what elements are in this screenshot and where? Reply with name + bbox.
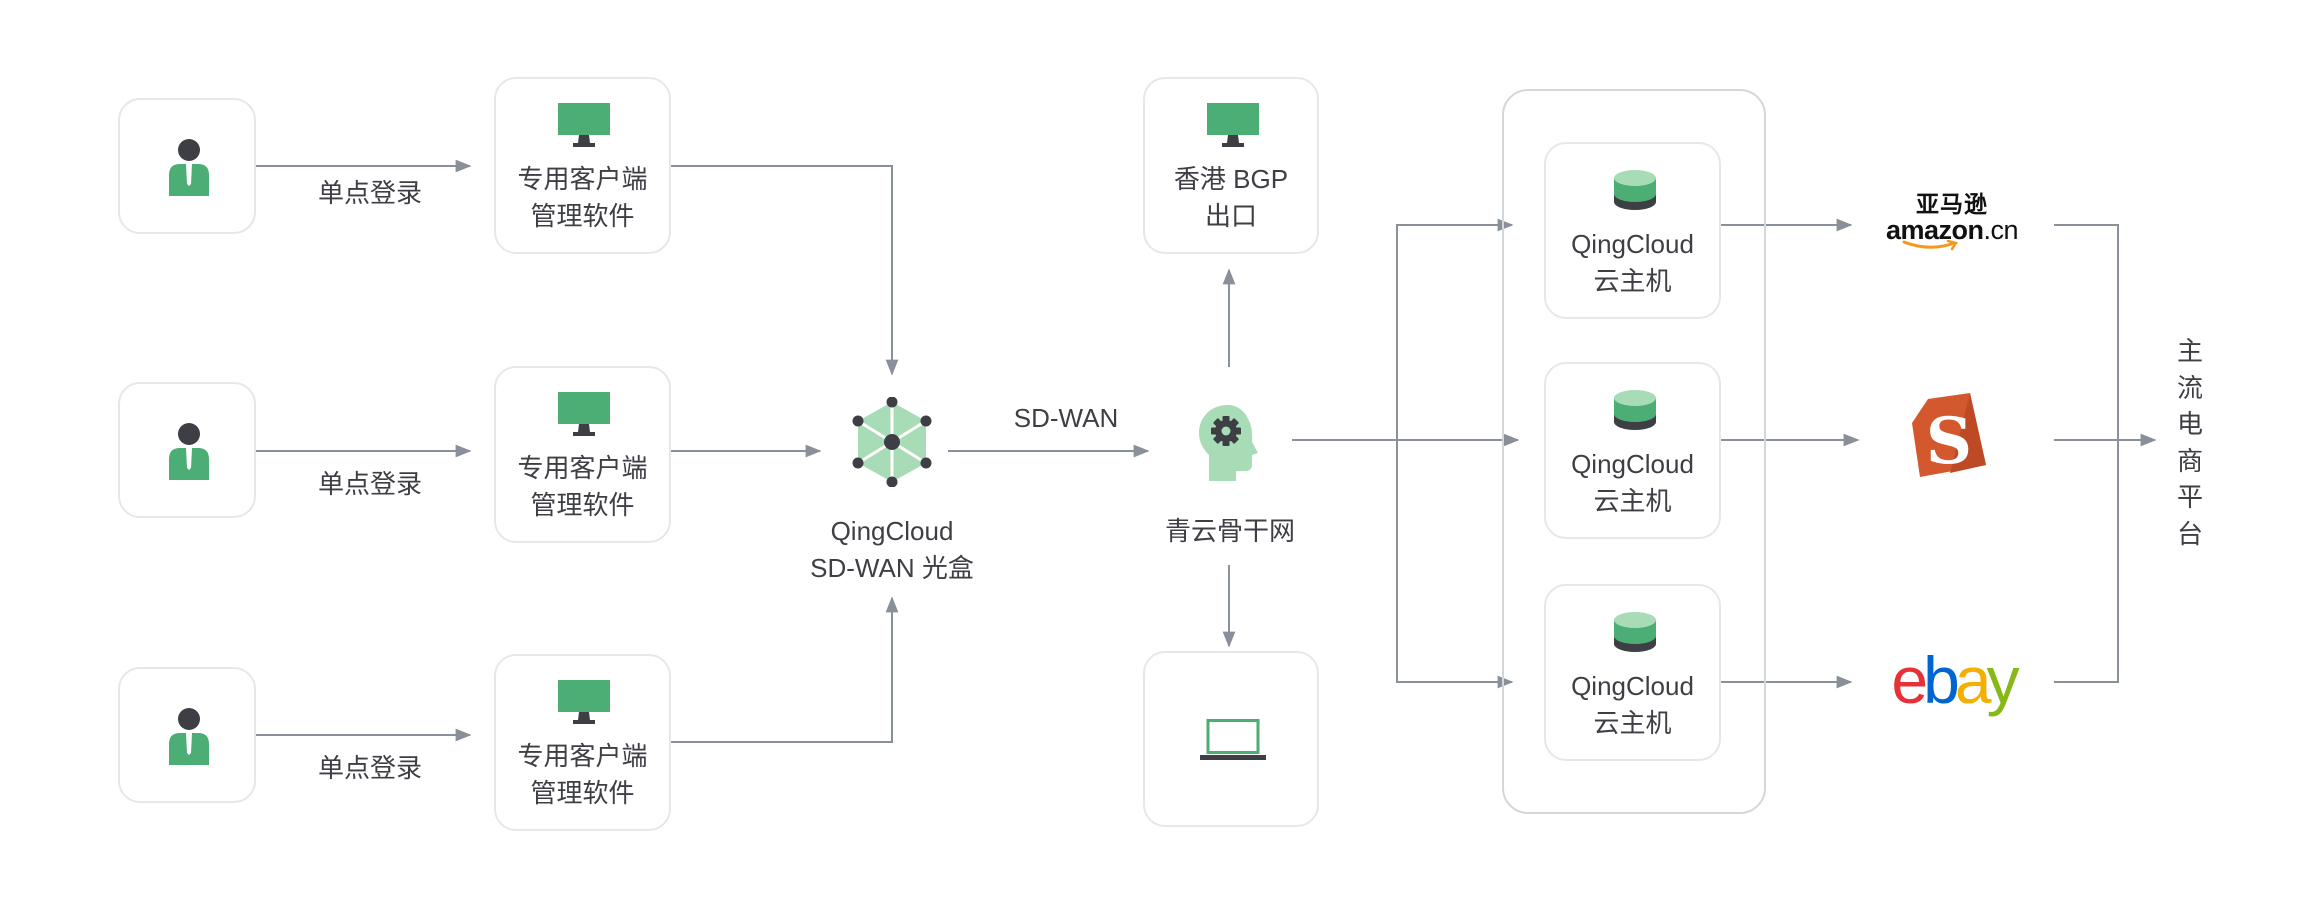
client-card-2: 专用客户端 管理软件 bbox=[494, 366, 671, 543]
host-card-3-line1: QingCloud bbox=[1571, 671, 1694, 701]
ebay-letter-e: e bbox=[1891, 643, 1928, 717]
line-ebay-bracket bbox=[2054, 440, 2119, 683]
target-char: 电 bbox=[2176, 409, 2203, 439]
target-char: 台 bbox=[2176, 518, 2203, 549]
sdwan-link-label: SD-WAN bbox=[1013, 403, 1119, 433]
target-label: 主 流 电 商 平 台 bbox=[2162, 333, 2218, 552]
amazon-logo: 亚马逊 amazon.cn bbox=[1884, 192, 2020, 254]
amazon-logo-suffix: .cn bbox=[1983, 215, 2019, 245]
arrow-client3-hub bbox=[671, 596, 899, 743]
target-char: 主 bbox=[2176, 336, 2203, 366]
host-card-3: QingCloud 云主机 bbox=[1544, 584, 1721, 761]
host-card-2-line1: QingCloud bbox=[1571, 449, 1694, 479]
client-card-1: 专用客户端 管理软件 bbox=[494, 77, 671, 254]
user-icon bbox=[169, 423, 209, 480]
amazon-smile-icon bbox=[1902, 240, 1959, 251]
user-icon bbox=[169, 708, 209, 765]
client-card-3-line2: 管理软件 bbox=[530, 778, 635, 808]
host-card-1-line1: QingCloud bbox=[1571, 229, 1694, 259]
ebay-letter-y: y bbox=[1986, 643, 2020, 717]
svg-text:S: S bbox=[1926, 404, 1972, 479]
host-card-1-line2: 云主机 bbox=[1593, 266, 1672, 296]
bgp-line2: 出口 bbox=[1204, 201, 1257, 231]
client-card-1-line1: 专用客户端 bbox=[517, 164, 648, 194]
shopify-s-icon: S bbox=[1912, 393, 1986, 479]
arrow-backbone-host1 bbox=[1396, 218, 1514, 440]
database-icon bbox=[1614, 612, 1656, 652]
sdwan-box-line2: SD-WAN 光盒 bbox=[810, 553, 974, 583]
user-icon bbox=[169, 139, 209, 196]
login-label-1: 单点登录 bbox=[317, 178, 422, 208]
host-card-1: QingCloud 云主机 bbox=[1544, 142, 1721, 319]
host-card-3-line2: 云主机 bbox=[1593, 708, 1672, 738]
bgp-card: 香港 BGP 出口 bbox=[1143, 77, 1319, 254]
head-gear-icon bbox=[1199, 405, 1258, 481]
target-char: 平 bbox=[2176, 482, 2203, 512]
client-card-1-line2: 管理软件 bbox=[530, 201, 635, 231]
backbone-label: 青云骨干网 bbox=[1164, 516, 1295, 546]
login-label-2: 单点登录 bbox=[317, 469, 422, 499]
database-icon bbox=[1614, 390, 1656, 430]
sdwan-box-line1: QingCloud bbox=[830, 516, 954, 546]
host-card-2: QingCloud 云主机 bbox=[1544, 362, 1721, 539]
host-card-2-line2: 云主机 bbox=[1593, 486, 1672, 516]
laptop-card bbox=[1143, 651, 1319, 827]
arrow-client1-hub bbox=[671, 165, 899, 376]
user-card-3 bbox=[118, 667, 256, 803]
ebay-logo: ebay bbox=[1880, 640, 2026, 720]
line-amazon-bracket bbox=[2054, 224, 2119, 440]
user-card-1 bbox=[118, 98, 256, 234]
bgp-line1: 香港 BGP bbox=[1173, 164, 1289, 194]
target-char: 流 bbox=[2176, 372, 2203, 403]
ebay-letter-a: a bbox=[1954, 643, 1992, 717]
amazon-logo-top: 亚马逊 bbox=[1916, 191, 1988, 217]
monitor-icon bbox=[558, 392, 610, 436]
monitor-icon bbox=[1207, 103, 1259, 147]
arrow-backbone-host3 bbox=[1396, 440, 1514, 689]
network-hub-icon bbox=[852, 397, 932, 487]
database-icon bbox=[1614, 170, 1656, 210]
monitor-icon bbox=[558, 103, 610, 147]
client-card-3-line1: 专用客户端 bbox=[517, 741, 648, 771]
hosts-group-frame bbox=[1502, 89, 1766, 814]
target-char: 商 bbox=[2176, 445, 2203, 476]
monitor-icon bbox=[558, 680, 610, 724]
laptop-icon bbox=[1200, 719, 1266, 760]
client-card-2-line2: 管理软件 bbox=[530, 490, 635, 520]
ebay-letter-b: b bbox=[1923, 643, 1960, 717]
client-card-2-line1: 专用客户端 bbox=[517, 453, 648, 483]
login-label-3: 单点登录 bbox=[317, 753, 422, 783]
amazon-logo-word: amazon bbox=[1885, 215, 1984, 245]
client-card-3: 专用客户端 管理软件 bbox=[494, 654, 671, 831]
user-card-2 bbox=[118, 382, 256, 518]
